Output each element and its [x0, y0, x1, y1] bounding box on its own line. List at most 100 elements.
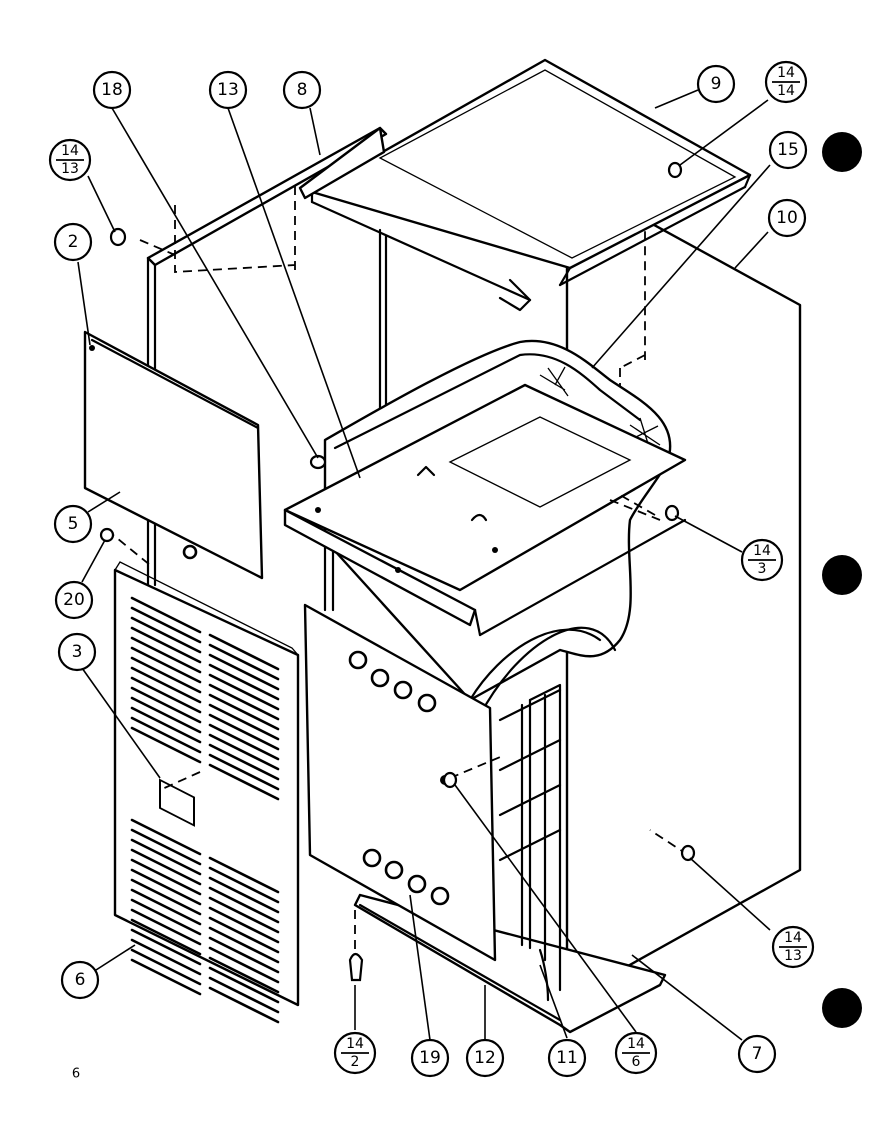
louver-slot	[208, 956, 280, 994]
callout-9: 9	[696, 64, 736, 104]
screw-18	[309, 454, 327, 470]
callout-6: 6	[60, 960, 100, 1000]
louver-slot	[208, 703, 280, 741]
callout-bubble	[92, 70, 132, 110]
louver-slot	[208, 763, 280, 801]
callout-label: 10	[776, 208, 798, 228]
fraction-bottom: 13	[784, 948, 802, 964]
callout-label: 12	[474, 1048, 496, 1068]
registration-mark-top	[822, 132, 862, 172]
fraction-top: 14	[784, 930, 802, 946]
screw-14-2	[348, 952, 364, 982]
callout-label: 9	[711, 74, 722, 94]
callout-5: 5	[53, 504, 93, 544]
callout-bubble	[282, 70, 322, 110]
callout-label: 5	[68, 514, 79, 534]
fraction-top: 14	[777, 65, 795, 81]
louver-slot	[130, 938, 202, 976]
louver-slot	[208, 713, 280, 751]
callout-7: 7	[737, 1034, 777, 1074]
leader-lines	[77, 89, 771, 1041]
callout-20: 20	[54, 580, 94, 620]
callout-label: 7	[752, 1044, 763, 1064]
louver-slot	[208, 986, 280, 1024]
callout-bubble	[54, 580, 94, 620]
callout-label: 6	[75, 970, 86, 990]
callout-bubble	[53, 504, 93, 544]
callout-3: 3	[57, 632, 97, 672]
callout-label: 20	[63, 590, 85, 610]
fraction-bottom: 6	[632, 1054, 641, 1070]
fraction-top: 14	[627, 1036, 645, 1052]
louver-slot	[130, 656, 202, 694]
page-number: 6	[72, 1067, 80, 1082]
louver-slot	[130, 716, 202, 754]
deck-plate	[283, 383, 687, 637]
louver-slot	[208, 643, 280, 681]
louver-slot	[130, 676, 202, 714]
louver-slot	[208, 633, 280, 671]
callout-8: 8	[282, 70, 322, 110]
louver-slot	[130, 868, 202, 906]
louver-slot	[208, 966, 280, 1004]
louver-slot	[130, 706, 202, 744]
top-panel	[310, 58, 752, 312]
callout-11: 11	[547, 1038, 587, 1078]
louver-slot	[208, 926, 280, 964]
callout-10: 10	[767, 198, 807, 238]
louver-slot	[130, 726, 202, 764]
registration-mark-middle	[822, 555, 862, 595]
louver-slot	[208, 976, 280, 1014]
louver-slot	[208, 876, 280, 914]
callout-label: 18	[101, 80, 123, 100]
fraction-bottom: 2	[351, 1054, 360, 1070]
louver-slot	[130, 838, 202, 876]
louver-slot	[130, 918, 202, 956]
callout-18: 18	[92, 70, 132, 110]
louver-slot	[208, 693, 280, 731]
louver-slot	[130, 828, 202, 866]
callout-bubble	[60, 960, 100, 1000]
louver-slot	[130, 818, 202, 856]
callout-bubble	[547, 1038, 587, 1078]
callout-label: 11	[556, 1048, 578, 1068]
fraction-bottom: 13	[61, 161, 79, 177]
top-flange-rail	[298, 126, 386, 200]
callout-15: 15	[768, 130, 808, 170]
registration-mark-bottom	[822, 988, 862, 1028]
louver-slot	[130, 596, 202, 634]
fraction-callout-14-2: 142	[333, 1031, 377, 1075]
louver-slot	[208, 753, 280, 791]
louver-slot	[208, 886, 280, 924]
louver-slot	[208, 723, 280, 761]
louver-slot	[208, 673, 280, 711]
callout-13: 13	[208, 70, 248, 110]
screw-14-13-lower	[680, 844, 696, 862]
callout-bubble	[53, 222, 93, 262]
callout-bubble	[767, 198, 807, 238]
fraction-callout-14-6: 146	[614, 1031, 658, 1075]
callout-bubble	[768, 130, 808, 170]
door-label-plate	[159, 778, 195, 827]
louver-slot	[130, 948, 202, 986]
fraction-top: 14	[753, 543, 771, 559]
fraction-top: 14	[346, 1036, 364, 1052]
louver-slot	[130, 636, 202, 674]
louver-slot	[130, 888, 202, 926]
fraction-callout-14-3: 143	[740, 538, 784, 582]
louver-slot	[208, 733, 280, 771]
callout-label: 8	[297, 80, 308, 100]
louver-slot	[130, 908, 202, 946]
louver-slot	[208, 866, 280, 904]
divider-panel	[303, 603, 497, 962]
louver-slot	[130, 686, 202, 724]
callout-bubble	[465, 1038, 505, 1078]
louver-slot	[208, 906, 280, 944]
screw-20	[99, 527, 115, 543]
louver-slot	[208, 653, 280, 691]
louver-slot	[130, 848, 202, 886]
louver-slot	[130, 858, 202, 896]
screw-14-13-top	[109, 227, 127, 247]
